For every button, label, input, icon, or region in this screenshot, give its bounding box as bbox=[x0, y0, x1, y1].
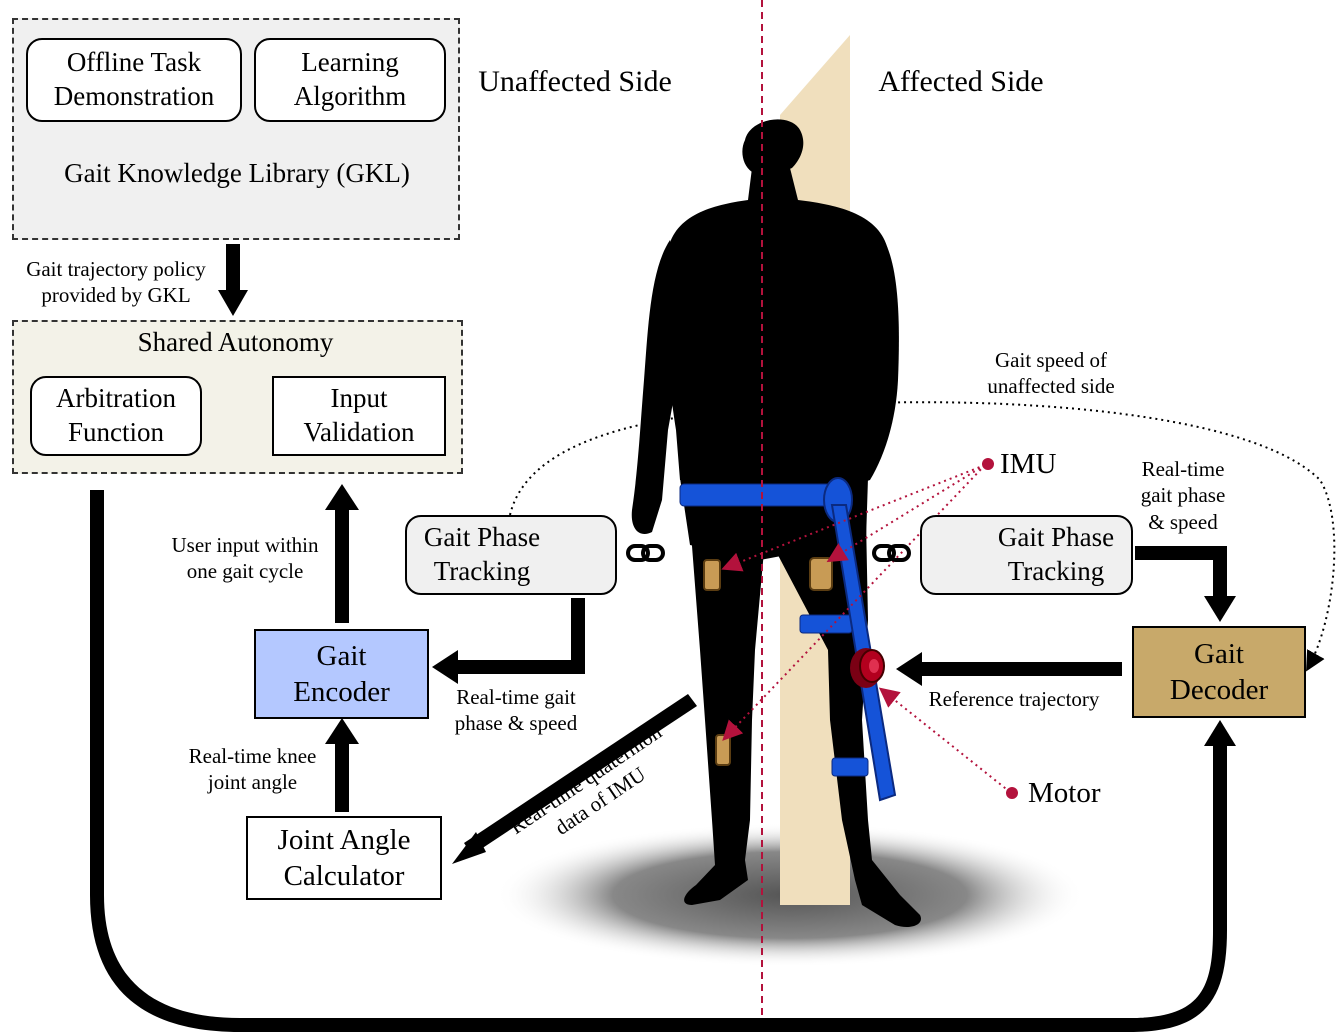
motor-label: Motor bbox=[1028, 777, 1101, 809]
user-input-label: User input within one gait cycle bbox=[150, 532, 340, 585]
decoder-line2: Decoder bbox=[1169, 674, 1269, 706]
unaffected-side-header: Unaffected Side bbox=[478, 65, 672, 98]
arbitration-line1: Arbitration bbox=[56, 383, 176, 414]
affected-side-header: Affected Side bbox=[878, 65, 1044, 98]
knee-motor bbox=[850, 648, 885, 688]
joint-angle-calculator-box: Joint Angle Calculator bbox=[246, 816, 442, 900]
imu-right-thigh bbox=[809, 557, 833, 591]
imu-left-thigh bbox=[703, 559, 721, 591]
speed-unaffected-line1: Gait speed of bbox=[995, 348, 1107, 372]
gait-encoder-box: Gait Encoder bbox=[254, 629, 429, 719]
arbitration-function-box: Arbitration Function bbox=[30, 376, 202, 456]
human-silhouette bbox=[631, 119, 921, 927]
imu-label: IMU bbox=[1000, 448, 1057, 480]
rt-right-line2: time bbox=[1187, 457, 1225, 481]
link-icon bbox=[626, 544, 665, 562]
thigh-strap bbox=[799, 614, 853, 634]
joint-calc-line1: Joint Angle bbox=[277, 823, 411, 856]
learning-algorithm-box: Learning Algorithm bbox=[254, 38, 446, 122]
rt-right-line4: & speed bbox=[1148, 509, 1218, 534]
speed-unaffected-label: Gait speed of unaffected side bbox=[966, 347, 1136, 400]
rt-right-label: Real-time gait phase & speed bbox=[1128, 456, 1238, 535]
shank-strap bbox=[831, 757, 869, 777]
imu-dot bbox=[982, 458, 994, 470]
gkl-library-label: Gait Knowledge Library (GKL) bbox=[64, 158, 410, 188]
rt-phase-line1: Real-time gait bbox=[456, 685, 576, 709]
user-input-line1: User input within bbox=[171, 533, 319, 557]
decoder-line1: Gait bbox=[1194, 637, 1244, 670]
user-input-line2: one gait cycle bbox=[186, 559, 304, 584]
phase-right-line2: Tracking bbox=[1007, 556, 1105, 586]
shared-autonomy-title: Shared Autonomy bbox=[137, 327, 334, 357]
arbitration-line2: Function bbox=[67, 417, 164, 447]
validation-line2: Validation bbox=[303, 417, 415, 447]
offline-line2: Demonstration bbox=[53, 81, 215, 111]
imu-sensors bbox=[703, 557, 833, 766]
thick-arrows bbox=[90, 244, 1236, 1032]
gait-phase-tracking-right: Gait Phase Tracking bbox=[920, 515, 1133, 595]
imu-left-shank bbox=[715, 734, 731, 766]
knee-angle-line2: joint angle bbox=[207, 770, 298, 795]
waist-strap bbox=[679, 483, 841, 507]
policy-label: Gait trajectory policy provided by GKL bbox=[10, 256, 222, 309]
imu-pointers bbox=[721, 464, 1011, 793]
encoder-line2: Encoder bbox=[293, 676, 390, 708]
phase-left-line2: Tracking bbox=[433, 556, 531, 586]
validation-line1: Input bbox=[330, 383, 388, 414]
reference-trajectory-label: Reference trajectory bbox=[928, 687, 1100, 711]
policy-line2: provided by GKL bbox=[41, 283, 191, 308]
phase-right-line1: Gait Phase bbox=[997, 522, 1115, 553]
learning-line1: Learning bbox=[301, 47, 399, 78]
motor-dot bbox=[1006, 787, 1018, 799]
encoder-line1: Gait bbox=[316, 639, 367, 672]
policy-line1: Gait trajectory policy bbox=[26, 257, 206, 281]
rt-right-line1: Real- bbox=[1141, 457, 1188, 481]
knee-angle-label: Real-time knee joint angle bbox=[170, 743, 335, 796]
offline-demo-box: Offline Task Demonstration bbox=[26, 38, 242, 122]
link-icon bbox=[872, 544, 911, 562]
rt-phase-speed-label: Real-time gait phase & speed bbox=[440, 684, 592, 737]
rt-right-line3: gait phase bbox=[1140, 483, 1226, 508]
learning-line2: Algorithm bbox=[293, 81, 407, 111]
offline-line1: Offline Task bbox=[66, 47, 202, 78]
phase-left-line1: Gait Phase bbox=[423, 522, 541, 553]
input-validation-box: Input Validation bbox=[272, 376, 446, 456]
speed-unaffected-line2: unaffected side bbox=[987, 374, 1115, 399]
knee-angle-line1: Real-time knee bbox=[188, 744, 317, 768]
gait-phase-tracking-left: Gait Phase Tracking bbox=[405, 515, 617, 595]
rt-phase-line2: phase & speed bbox=[454, 711, 578, 736]
gait-decoder-box: Gait Decoder bbox=[1132, 626, 1306, 718]
joint-calc-line2: Calculator bbox=[283, 860, 405, 892]
